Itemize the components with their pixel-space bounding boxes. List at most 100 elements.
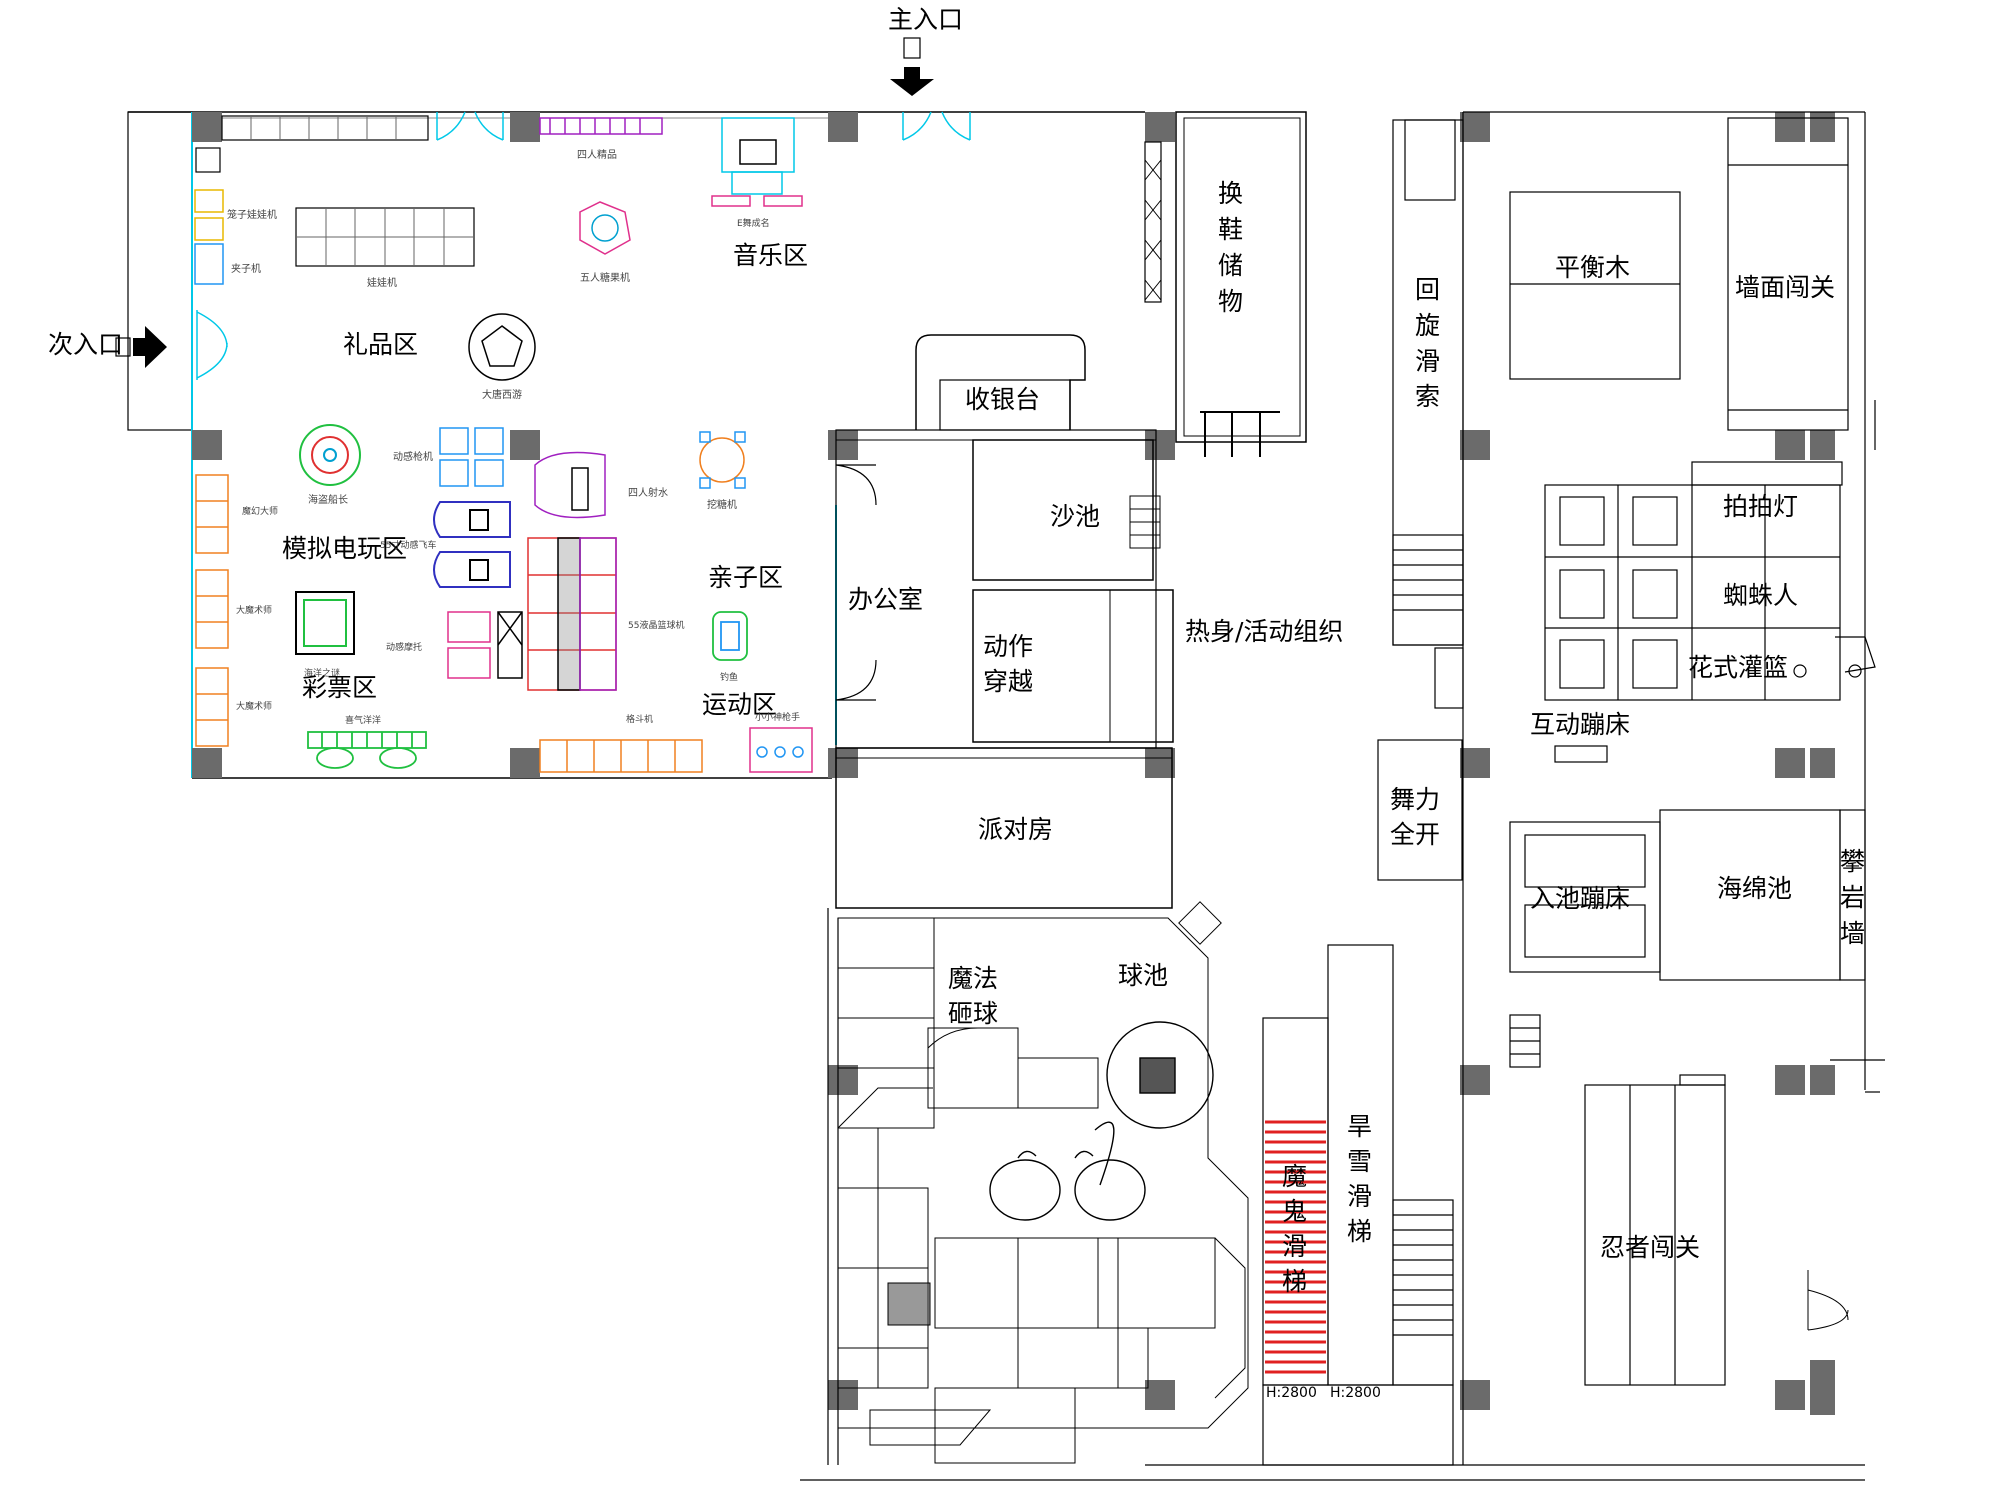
four-shoot-water-label: 四人射水 [628,487,668,499]
shoe-storage-2: 鞋 [1218,215,1243,244]
cage-doll-machines [194,189,224,285]
zone-sim-arcade: 模拟电玩区 [282,534,407,563]
dance-power-1: 舞力 [1390,785,1440,814]
digger-label: 挖糖机 [707,498,737,511]
datang-machine [468,313,536,381]
magic-ball-2: 砸球 [948,999,998,1028]
little-gunner-label: 小小神枪手 [755,711,800,723]
dance-power-2: 全开 [1390,820,1440,849]
height-label-1: H:2800 [1266,1385,1317,1401]
arrow-right-icon [133,326,167,368]
shoe-storage-3: 储 [1218,251,1243,280]
climbing-wall-1: 攀 [1840,847,1865,876]
devil-slide-1: 魔 [1282,1162,1307,1191]
devil-slide-2: 鬼 [1282,1197,1307,1226]
lcd-basketball-label: 55液晶篮球机 [628,619,684,631]
motion-gun-machine [439,427,504,487]
e-dance-machine [711,117,803,207]
joy-sea-machines [307,731,427,769]
climbing-wall-3: 墙 [1840,919,1865,948]
sea-world-label: 海洋之谜 [304,667,340,679]
central-walls [835,111,1307,909]
zone-ninja-challenge: 忍者闯关 [1600,1233,1700,1262]
zone-pool-trampoline: 入池蹦床 [1530,884,1630,913]
five-candy-label: 五人糖果机 [580,271,630,284]
magic-ball-1: 魔法 [948,964,998,993]
main-entrance-label: 主入口 [888,5,963,34]
dry-snow-slide-2: 雪 [1347,1147,1372,1176]
rotary-zipline-2: 旋 [1415,311,1440,340]
devil-slide-4: 梯 [1282,1267,1307,1296]
zone-sponge-pool: 海绵池 [1717,874,1792,903]
zone-parent-child: 亲子区 [708,563,783,592]
dry-snow-slide-4: 梯 [1347,1217,1372,1246]
zone-clap-light: 拍拍灯 [1723,492,1798,521]
sea-world-machine [295,591,355,655]
zone-office: 办公室 [848,585,923,614]
datang-label: 大唐西游 [482,388,522,401]
shoe-storage-4: 物 [1218,287,1243,316]
climbing-wall-2: 岩 [1840,883,1865,912]
big-magician-label-1: 大魔术师 [236,604,272,616]
motion-moto-machines [447,611,523,679]
arrow-down-icon [890,67,934,96]
zone-action-cross-2: 穿越 [983,667,1033,696]
rotary-zipline-3: 滑 [1415,347,1440,376]
fishing-label: 钓鱼 [720,671,738,683]
four-shoot-water-machine [534,451,606,519]
wall-challenge-box [1727,117,1849,431]
zone-gift: 礼品区 [343,330,418,359]
lcd-basketball-machines [527,537,617,691]
fly-car-machines [433,501,511,588]
five-candy-machine [579,201,631,255]
rotary-zipline-structure [1392,119,1464,709]
zone-ball-pool: 球池 [1118,961,1168,990]
zone-lottery: 彩票区 [302,673,377,702]
doll-machine-grid [295,207,475,267]
magic-master-machines [195,474,229,747]
rotary-zipline-1: 回 [1415,275,1440,304]
interactive-trampoline-grid [1544,461,1876,763]
zone-spiderman: 蜘蛛人 [1723,581,1798,610]
clip-machine-label: 夹子机 [231,262,261,275]
devil-slide-3: 滑 [1282,1232,1307,1261]
secondary-entrance-label: 次入口 [48,330,123,359]
doll-machine-row [195,115,429,173]
entrance-door-icon [115,337,131,357]
ball-pool-dark-tile [887,1282,931,1326]
little-gunner-machine [749,727,813,773]
cage-doll-label: 笼子娃娃机 [227,208,277,221]
shoe-storage-1: 换 [1218,179,1243,208]
dry-snow-slide-1: 旱 [1347,1112,1372,1141]
joy-sea-label: 喜气洋洋 [345,714,381,726]
magic-master-label: 魔幻大师 [242,505,278,517]
zone-interactive-trampoline: 互动蹦床 [1530,710,1630,739]
dance-power-box [1377,739,1463,881]
zone-music: 音乐区 [733,241,808,270]
structural-columns [192,112,1835,1415]
claw-fight-machines [539,739,703,773]
devil-slide-structure [1262,944,1454,1466]
fishing-machine [712,611,748,661]
zone-wall-challenge: 墙面闯关 [1735,273,1835,302]
big-magician-label-2: 大魔术师 [236,700,272,712]
digger-machine [699,431,746,489]
balance-beam-box [1509,191,1681,380]
pirate-captain-label: 海盗船长 [308,493,348,506]
rotary-zipline-4: 索 [1415,382,1440,411]
zone-action-cross-1: 动作 [983,632,1033,661]
zone-sand-pool: 沙池 [1050,502,1100,531]
ball-pool-region [837,901,1249,1464]
four-person-premium-label: 四人精品 [577,148,617,161]
zone-warmup: 热身/活动组织 [1185,617,1343,646]
fly-car-label: 55寸动感飞车 [380,539,436,551]
motion-gun-label: 动感枪机 [393,450,433,463]
e-dance-label: E舞成名 [737,217,770,229]
zone-cashier: 收银台 [965,385,1040,414]
motion-moto-label: 动感摩托 [386,641,422,653]
height-label-2: H:2800 [1330,1385,1381,1401]
zone-sports: 运动区 [702,690,777,719]
entrance-door-icon [903,37,921,59]
zone-fancy-dunk: 花式灌篮 [1688,653,1788,682]
